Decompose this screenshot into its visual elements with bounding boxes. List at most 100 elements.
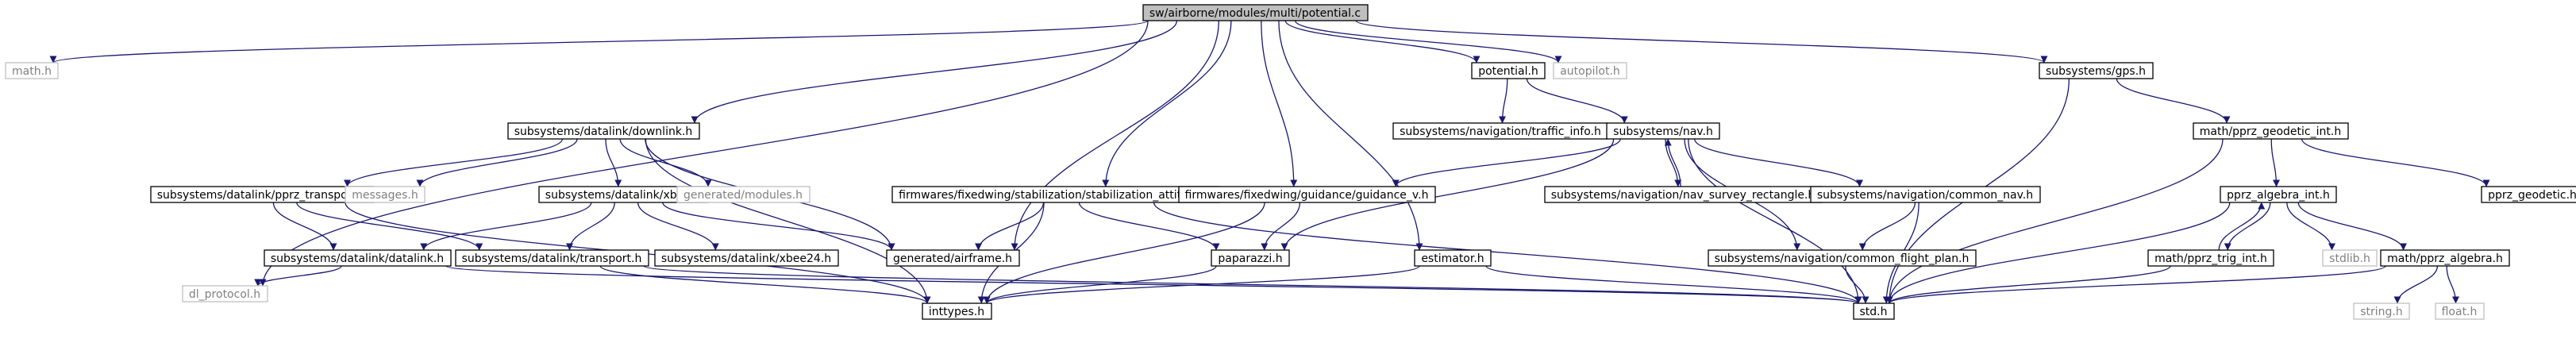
edge-pprz-algebra-to-std — [1885, 265, 2386, 304]
node-label: math/pprz_geodetic_int.h — [2200, 125, 2341, 138]
edge-pprz-algebra-int-to-std — [1885, 202, 2231, 304]
edge-pprz-transport-to-datalink — [272, 202, 337, 251]
edge-guidance-v-to-inttypes — [983, 202, 1265, 304]
include-nodes: sw/airborne/modules/multi/potential.c mat… — [5, 4, 2576, 320]
node-box — [1708, 249, 1977, 267]
node-common-nav[interactable]: subsystems/navigation/common_nav.h — [1810, 186, 2041, 203]
edge-pprz-geodetic-int-to-pprz-geodetic — [2301, 138, 2490, 187]
node-label: subsystems/datalink/transport.h — [462, 252, 642, 265]
node-generated-airframe[interactable]: generated/airframe.h — [886, 249, 1020, 267]
node-nav[interactable]: subsystems/nav.h — [1606, 122, 1720, 140]
edge-xbee-to-transport — [566, 202, 615, 251]
node-guidance-v[interactable]: firmwares/fixedwing/guidance/guidance_v.… — [1178, 186, 1436, 203]
node-stdlib: stdlib.h — [2322, 249, 2378, 267]
node-box — [182, 285, 268, 302]
node-label: subsystems/gps.h — [2046, 65, 2146, 78]
node-label: generated/modules.h — [683, 189, 803, 202]
node-label: subsystems/navigation/traffic_info.h — [1400, 125, 1601, 138]
edge-root-to-dl-protocol — [259, 20, 1149, 287]
edge-nav-to-nav-survey-rectangle — [1665, 138, 1682, 187]
edge-pprz-algebra-int-to-pprz-trig-int — [2224, 202, 2271, 251]
node-pprz-geodetic-int[interactable]: math/pprz_geodetic_int.h — [2193, 122, 2349, 140]
node-box — [2147, 249, 2274, 267]
node-std[interactable]: std.h — [1853, 302, 1895, 320]
edge-pprz-trig-int-to-std — [1885, 265, 2171, 304]
node-paparazzi[interactable]: paparazzi.h — [1211, 249, 1290, 267]
node-label: math/pprz_trig_int.h — [2154, 252, 2267, 265]
node-box — [676, 186, 811, 203]
node-label: sw/airborne/modules/multi/potential.c — [1149, 7, 1361, 20]
node-pprz-trig-int[interactable]: math/pprz_trig_int.h — [2147, 249, 2274, 267]
edge-downlink-to-messages — [416, 138, 578, 187]
node-transport[interactable]: subsystems/datalink/transport.h — [455, 249, 649, 267]
edge-xbee-to-xbee24 — [637, 202, 719, 251]
edge-pprz-algebra-to-string — [2393, 265, 2439, 304]
node-xbee[interactable]: subsystems/datalink/xbee.h — [538, 186, 709, 203]
edge-common-flight-plan-to-std — [1845, 265, 1869, 304]
node-label: subsystems/datalink/datalink.h — [271, 252, 444, 265]
node-float: float.h — [2435, 302, 2485, 320]
node-label: stdlib.h — [2329, 252, 2370, 265]
edge-datalink-to-dl-protocol — [254, 265, 342, 287]
node-label: dl_protocol.h — [189, 288, 260, 301]
edge-root-to-gps — [1355, 20, 2048, 64]
edge-root-to-generated-airframe — [1011, 20, 1219, 251]
node-messages: messages.h — [345, 186, 425, 203]
node-common-flight-plan[interactable]: subsystems/navigation/common_flight_plan… — [1708, 249, 1977, 267]
edge-potential-to-traffic-info — [1499, 78, 1508, 124]
node-label: messages.h — [352, 189, 418, 202]
edge-pprz-transport-to-transport — [296, 202, 483, 251]
node-box — [654, 249, 839, 267]
node-downlink[interactable]: subsystems/datalink/downlink.h — [507, 122, 700, 140]
node-box — [1471, 62, 1546, 79]
node-gps[interactable]: subsystems/gps.h — [2039, 62, 2154, 79]
node-xbee24[interactable]: subsystems/datalink/xbee24.h — [654, 249, 839, 267]
node-nav-survey-rectangle[interactable]: subsystems/navigation/nav_survey_rectang… — [1544, 186, 1823, 203]
node-box — [2039, 62, 2154, 79]
node-dl-protocol: dl_protocol.h — [182, 285, 268, 302]
node-pprz-transport[interactable]: subsystems/datalink/pprz_transport.h — [150, 186, 375, 203]
node-label: std.h — [1860, 306, 1888, 318]
node-estimator[interactable]: estimator.h — [1414, 249, 1492, 267]
node-stab-att[interactable]: firmwares/fixedwing/stabilization/stabil… — [891, 186, 1220, 203]
node-traffic-info[interactable]: subsystems/navigation/traffic_info.h — [1392, 122, 1608, 140]
edge-downlink-to-generated-modules — [619, 138, 712, 187]
node-pprz-algebra-int[interactable]: pprz_algebra_int.h — [2220, 186, 2337, 203]
node-label: paparazzi.h — [1218, 252, 1282, 265]
node-box — [455, 249, 649, 267]
edge-root-to-math — [50, 20, 1149, 64]
node-pprz-geodetic[interactable]: pprz_geodetic.h — [2481, 186, 2576, 203]
edge-root-to-autopilot — [1294, 20, 1562, 64]
edge-datalink-to-std — [445, 265, 1862, 304]
edge-nav-survey-rectangle-to-nav — [1664, 138, 1681, 187]
node-box — [1810, 186, 2041, 203]
node-box — [886, 249, 1020, 267]
node-label: subsystems/nav.h — [1613, 125, 1713, 138]
node-potential[interactable]: potential.h — [1471, 62, 1546, 79]
edge-downlink-to-inttypes — [645, 138, 931, 304]
node-label: subsystems/datalink/xbee.h — [545, 189, 701, 202]
edge-stab-att-to-paparazzi — [1078, 202, 1220, 251]
node-box — [1178, 186, 1436, 203]
node-label: float.h — [2442, 306, 2478, 318]
edge-gps-to-pprz-geodetic-int — [2116, 78, 2231, 124]
node-box — [1606, 122, 1720, 140]
node-datalink[interactable]: subsystems/datalink/datalink.h — [264, 249, 452, 267]
node-box — [264, 249, 452, 267]
edge-transport-to-std — [643, 265, 1862, 304]
node-label: subsystems/navigation/common_nav.h — [1817, 189, 2033, 202]
node-root[interactable]: sw/airborne/modules/multi/potential.c — [1142, 4, 1369, 21]
node-box — [1414, 249, 1492, 267]
edge-root-to-potential — [1284, 20, 1481, 64]
node-label: autopilot.h — [1560, 65, 1620, 78]
edge-estimator-to-std — [1485, 265, 1862, 304]
edge-nav-to-common-nav — [1693, 138, 1863, 187]
node-inttypes[interactable]: inttypes.h — [922, 302, 992, 320]
node-label: firmwares/fixedwing/guidance/guidance_v.… — [1185, 189, 1429, 202]
node-box — [2481, 186, 2576, 203]
edge-common-nav-to-common-flight-plan — [1858, 202, 1916, 251]
node-pprz-algebra[interactable]: math/pprz_algebra.h — [2380, 249, 2510, 267]
node-box — [2193, 122, 2349, 140]
edge-root-to-guidance-v — [1261, 20, 1298, 187]
